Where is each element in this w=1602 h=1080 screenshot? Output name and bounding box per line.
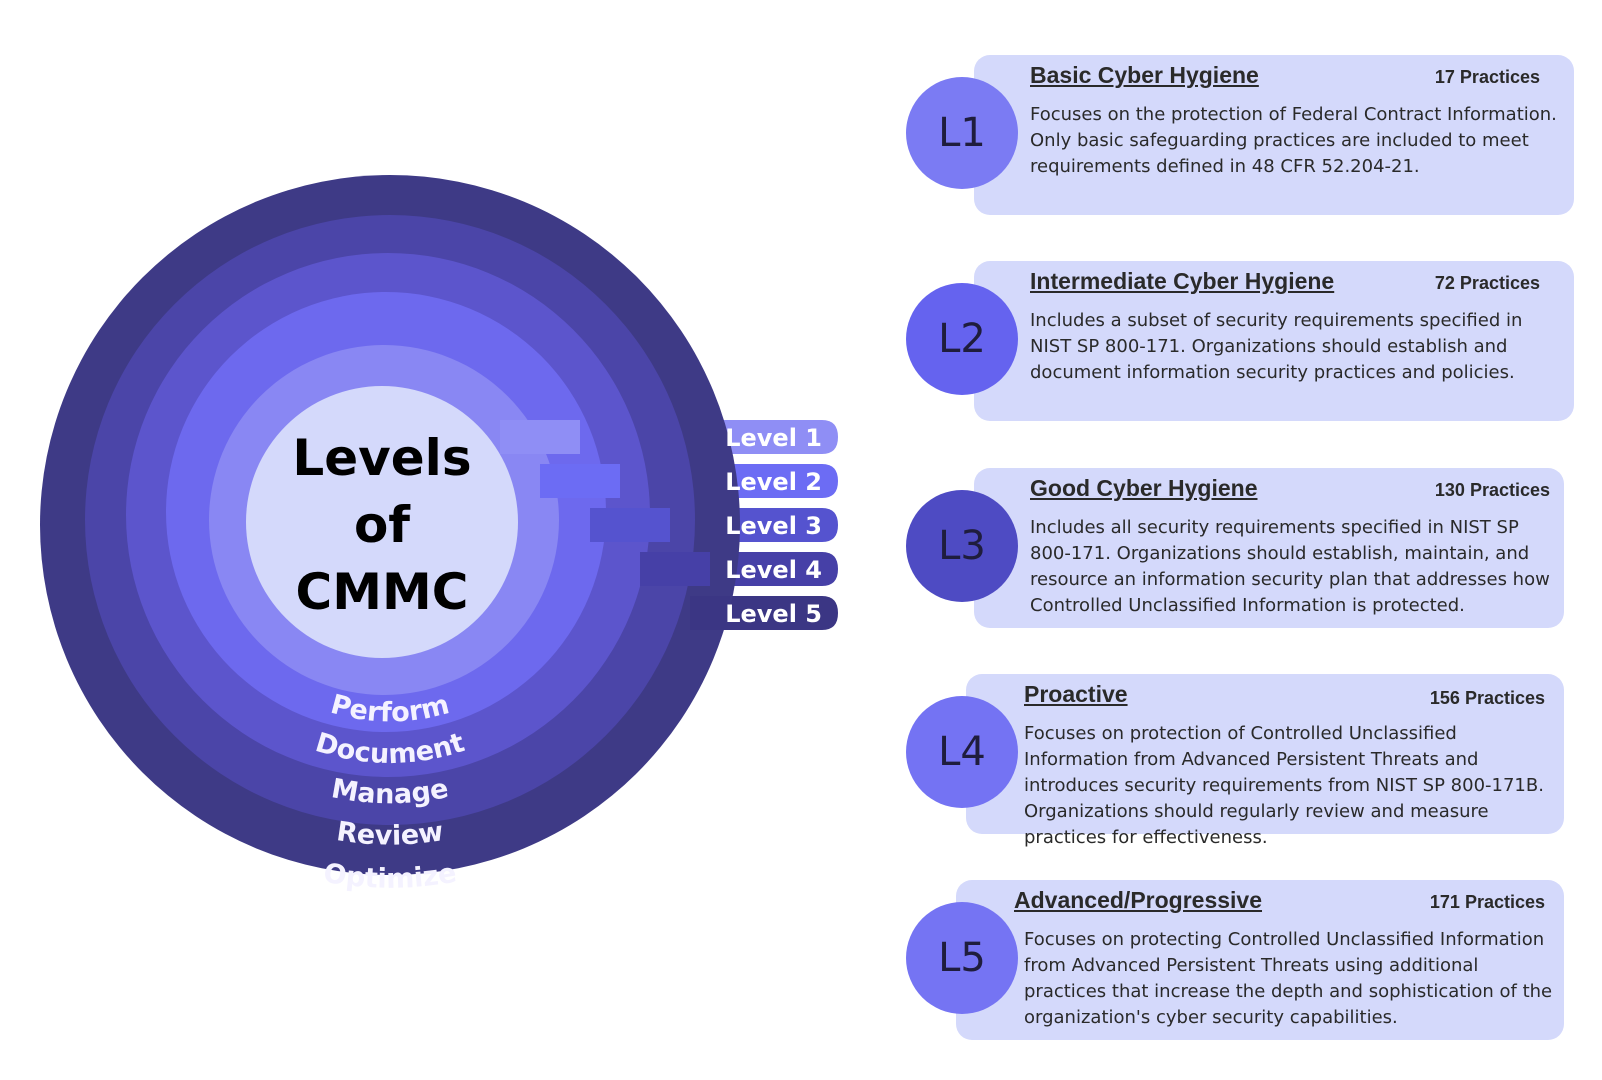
level-description-1: Focuses on the protection of Federal Con… <box>1030 104 1557 177</box>
level-title-1[interactable]: Basic Cyber Hygiene <box>1030 62 1259 88</box>
level-badge-2: L2 <box>906 283 1018 395</box>
level-practices-2: 72 Practices <box>1434 273 1540 293</box>
level-5-stem <box>690 596 730 630</box>
level-1-stem <box>500 420 580 454</box>
level-card-4 <box>966 674 1564 834</box>
ring-label-review: Review <box>335 816 446 852</box>
level-badge-1: L1 <box>906 77 1018 189</box>
level-badge-4: L4 <box>906 696 1018 808</box>
tab-label-level-4: Level 4 <box>725 556 822 584</box>
level-title-5[interactable]: Advanced/Progressive <box>1014 887 1263 913</box>
level-title-3[interactable]: Good Cyber Hygiene <box>1030 475 1258 501</box>
level-practices-4: 156 Practices <box>1429 688 1545 708</box>
level-badge-5: L5 <box>906 902 1018 1014</box>
level-practices-5: 171 Practices <box>1429 892 1545 912</box>
level-title-2[interactable]: Intermediate Cyber Hygiene <box>1030 268 1335 294</box>
level-description-2: Includes a subset of security requiremen… <box>1030 310 1523 383</box>
center-title-line-1: Levels <box>292 429 471 487</box>
level-2-stem <box>540 464 620 498</box>
level-practices-1: 17 Practices <box>1434 67 1540 87</box>
level-card-3 <box>974 468 1564 628</box>
tab-label-level-2: Level 2 <box>725 468 822 496</box>
level-card-1 <box>974 55 1574 215</box>
ring-label-manage: Manage <box>329 773 451 810</box>
level-card-2 <box>974 261 1574 421</box>
center-title-line-2: of <box>354 496 411 554</box>
center-title-line-3: CMMC <box>296 563 469 621</box>
level-badge-3: L3 <box>906 490 1018 602</box>
tab-label-level-3: Level 3 <box>725 512 822 540</box>
level-3-stem <box>590 508 670 542</box>
level-description-5: Focuses on protecting Controlled Unclass… <box>1024 929 1553 1028</box>
level-title-4[interactable]: Proactive <box>1024 681 1128 707</box>
level-4-stem <box>640 552 710 586</box>
level-description-4: Focuses on protection of Controlled Uncl… <box>1024 723 1544 848</box>
tab-label-level-5: Level 5 <box>725 600 822 628</box>
center-circle <box>246 386 518 658</box>
level-practices-3: 130 Practices <box>1434 480 1550 500</box>
tab-label-level-1: Level 1 <box>725 424 822 452</box>
level-card-5 <box>956 880 1564 1040</box>
cmmc-levels-wheel: Levels of CMMC Perform Document Manage R… <box>40 175 838 895</box>
level-description-3: Includes all security requirements speci… <box>1030 517 1550 616</box>
